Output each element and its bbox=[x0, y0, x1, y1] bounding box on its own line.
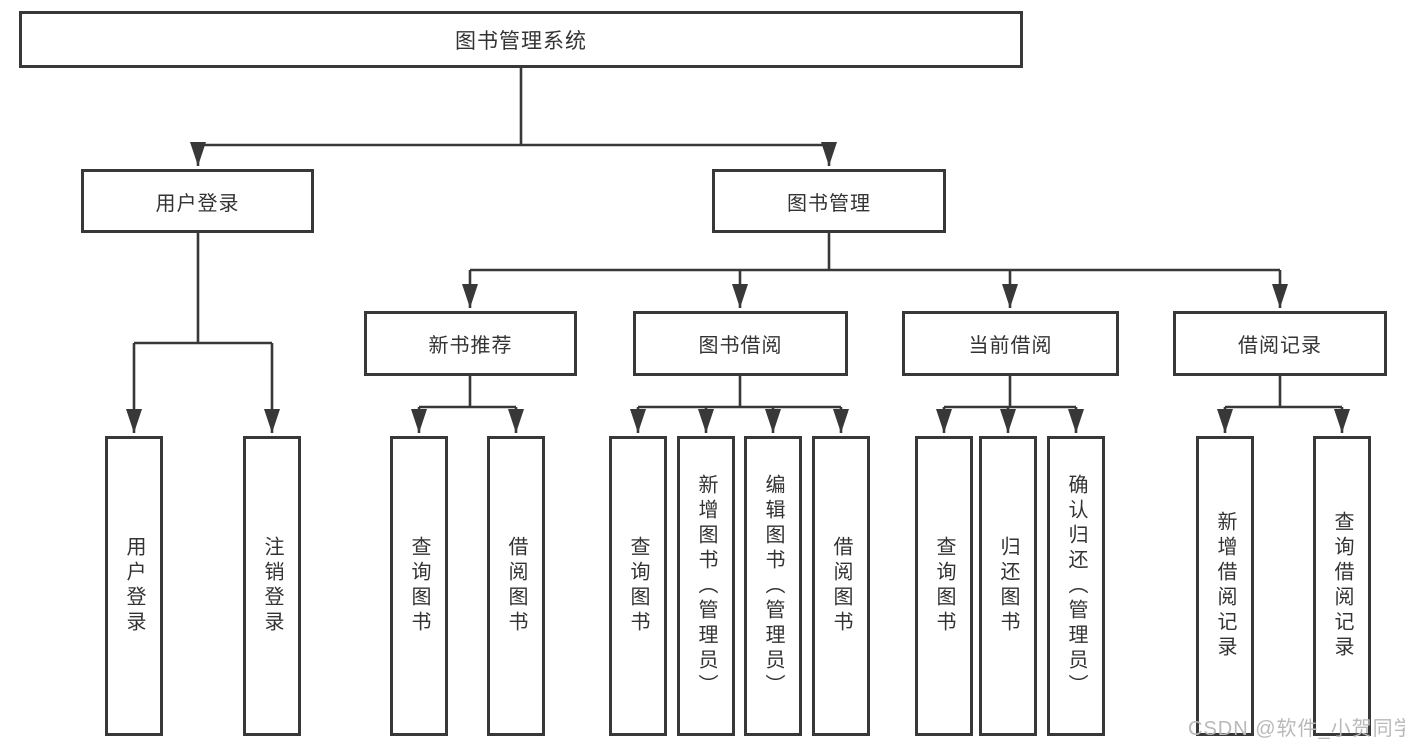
leaf-add-borrow-record-label: 新增借阅记录 bbox=[1214, 511, 1236, 661]
leaf-recommend-borrow-books: 借阅图书 bbox=[487, 436, 545, 736]
leaf-logout-label: 注销登录 bbox=[261, 536, 283, 636]
leaf-user-login-label: 用户登录 bbox=[123, 536, 145, 636]
leaf-borrowing-query-books-label: 查询图书 bbox=[627, 536, 649, 636]
node-user-login: 用户登录 bbox=[81, 169, 314, 233]
leaf-current-query-books-label: 查询图书 bbox=[933, 536, 955, 636]
leaf-query-borrow-record-label: 查询借阅记录 bbox=[1331, 511, 1353, 661]
node-root-label: 图书管理系统 bbox=[455, 29, 587, 53]
node-book-borrowing-label: 图书借阅 bbox=[698, 335, 783, 357]
leaf-borrowing-borrow-books-label: 借阅图书 bbox=[830, 536, 852, 636]
leaf-borrowing-borrow-books: 借阅图书 bbox=[812, 436, 870, 736]
leaf-confirm-return-admin: 确认归还（管理员） bbox=[1047, 436, 1105, 736]
node-current-borrowing: 当前借阅 bbox=[902, 311, 1119, 376]
leaf-add-books-admin-label: 新增图书（管理员） bbox=[695, 473, 717, 699]
leaf-edit-books-admin: 编辑图书（管理员） bbox=[744, 436, 802, 736]
node-user-login-label: 用户登录 bbox=[155, 192, 240, 215]
leaf-recommend-query-books: 查询图书 bbox=[390, 436, 448, 736]
leaf-logout: 注销登录 bbox=[243, 436, 301, 736]
leaf-edit-books-admin-label: 编辑图书（管理员） bbox=[762, 473, 784, 699]
leaf-recommend-borrow-books-label: 借阅图书 bbox=[505, 536, 527, 636]
node-current-borrowing-label: 当前借阅 bbox=[968, 335, 1053, 357]
node-book-borrowing: 图书借阅 bbox=[633, 311, 848, 376]
leaf-add-borrow-record: 新增借阅记录 bbox=[1196, 436, 1254, 736]
node-borrowing-records-label: 借阅记录 bbox=[1238, 335, 1322, 357]
node-root: 图书管理系统 bbox=[19, 11, 1023, 68]
leaf-confirm-return-admin-label: 确认归还（管理员） bbox=[1065, 473, 1087, 699]
leaf-user-login: 用户登录 bbox=[105, 436, 163, 736]
leaf-add-books-admin: 新增图书（管理员） bbox=[677, 436, 735, 736]
leaf-return-books-label: 归还图书 bbox=[997, 536, 1019, 636]
leaf-return-books: 归还图书 bbox=[979, 436, 1037, 736]
leaf-borrowing-query-books: 查询图书 bbox=[609, 436, 667, 736]
leaf-current-query-books: 查询图书 bbox=[915, 436, 973, 736]
node-new-book-recommend: 新书推荐 bbox=[364, 311, 577, 376]
leaf-recommend-query-books-label: 查询图书 bbox=[408, 536, 430, 636]
watermark: CSDN @软件_小贺同学 bbox=[1188, 718, 1405, 740]
node-book-management-label: 图书管理 bbox=[787, 192, 871, 215]
leaf-query-borrow-record: 查询借阅记录 bbox=[1313, 436, 1371, 736]
node-borrowing-records: 借阅记录 bbox=[1173, 311, 1387, 376]
node-book-management: 图书管理 bbox=[712, 169, 946, 233]
node-new-book-recommend-label: 新书推荐 bbox=[428, 335, 513, 357]
